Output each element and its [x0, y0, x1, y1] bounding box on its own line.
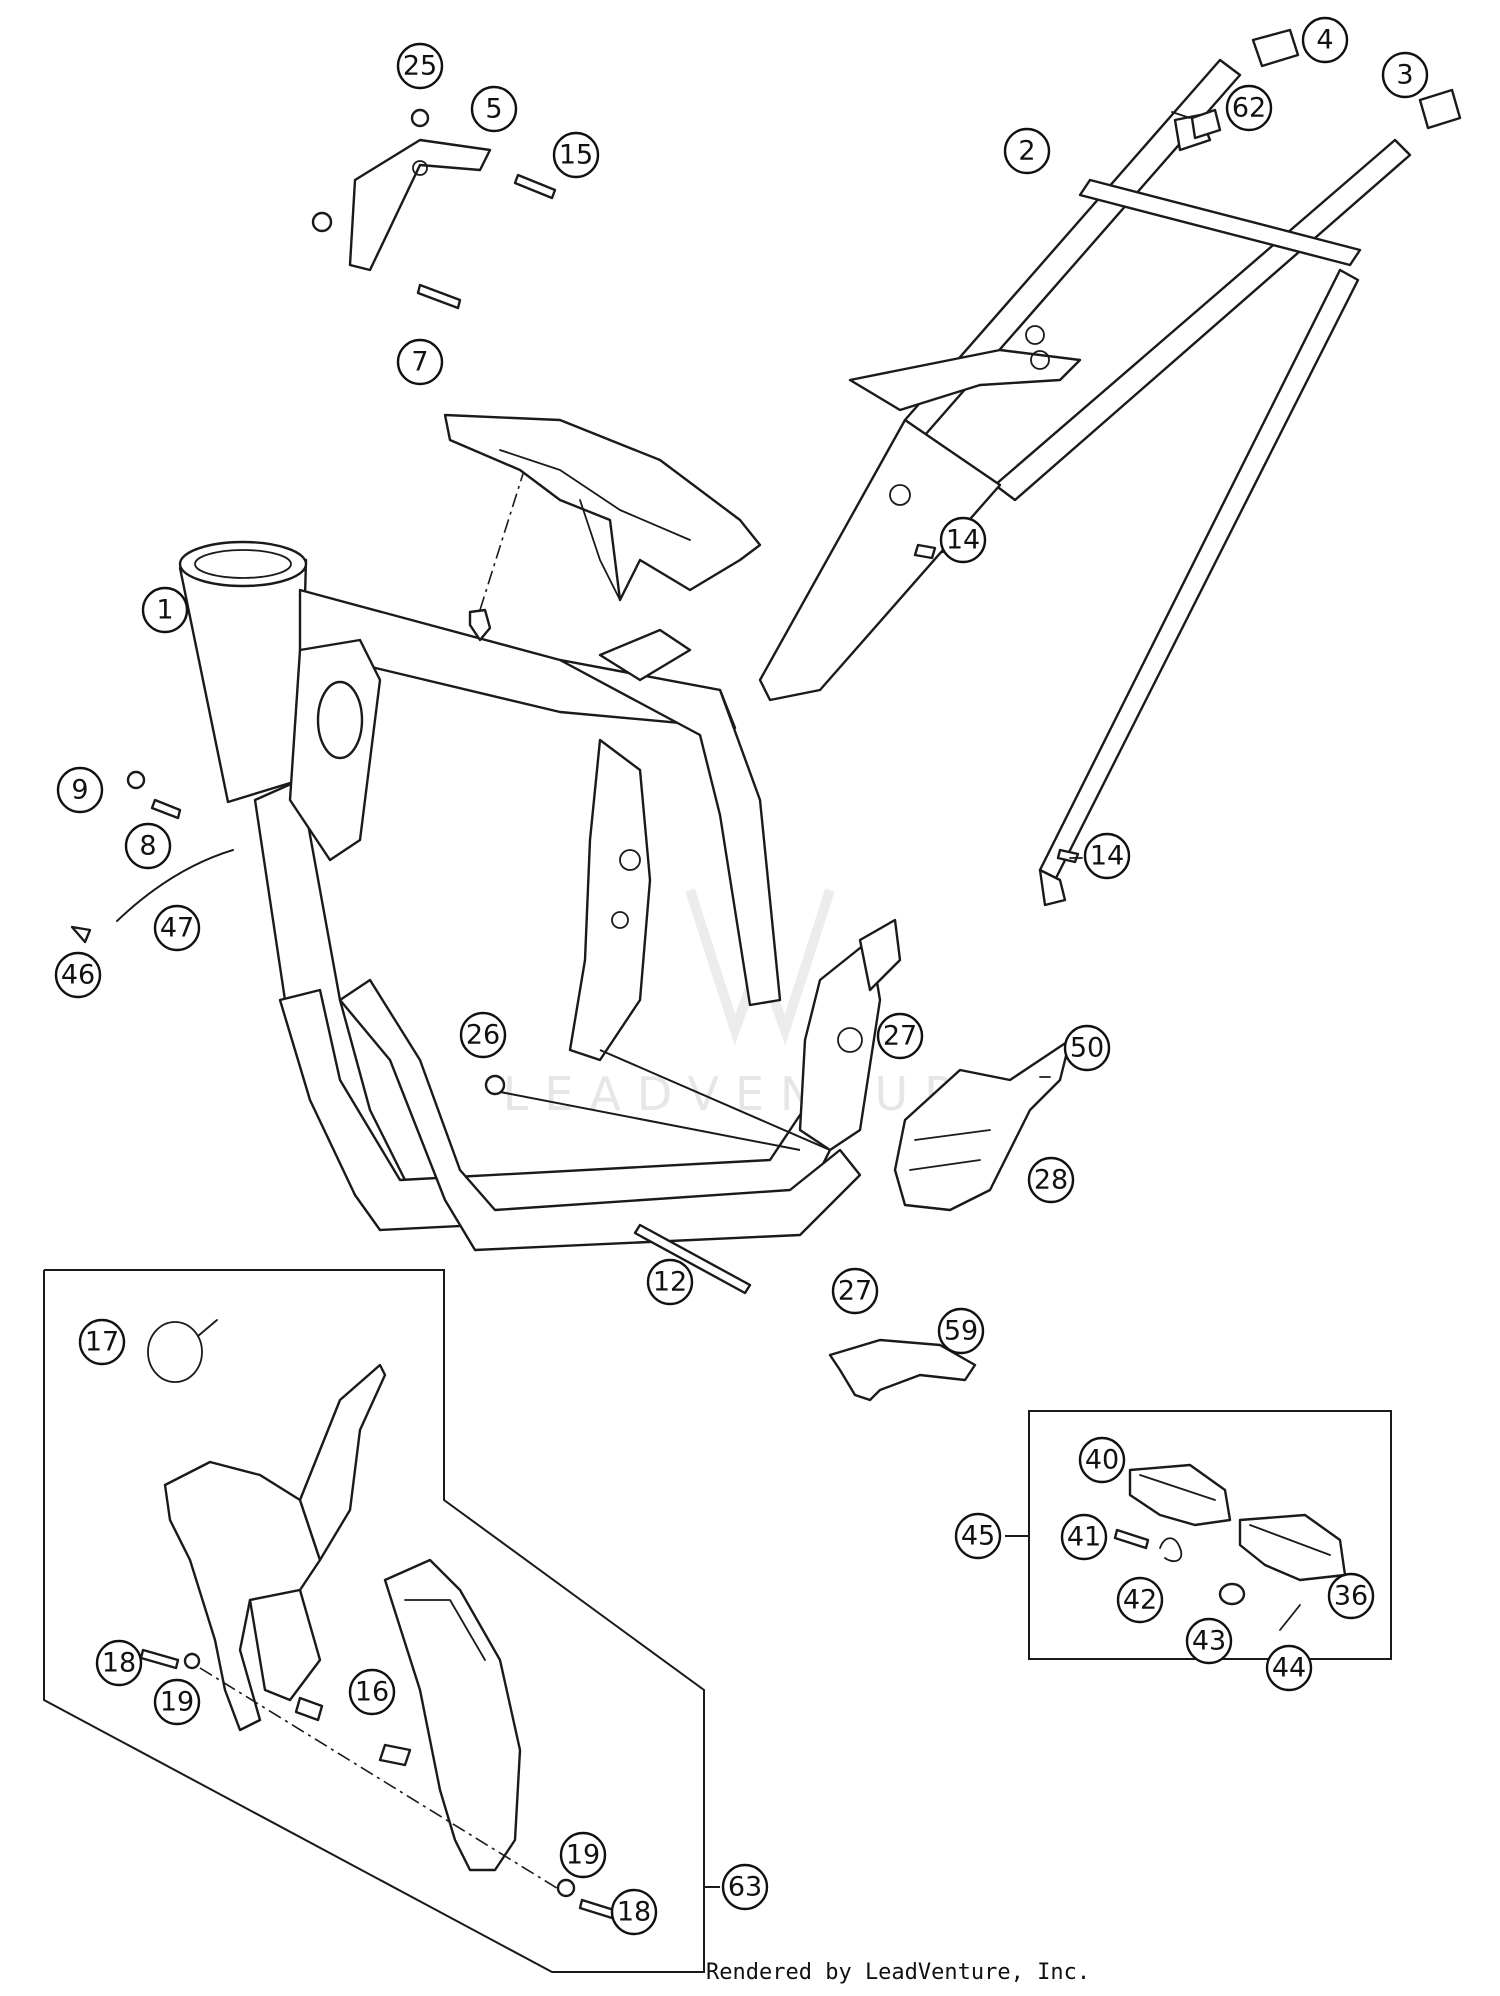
callout-14-lower: 14: [1083, 832, 1131, 880]
svg-text:45: 45: [961, 1521, 995, 1552]
callout-7: 7: [396, 338, 444, 386]
svg-text:16: 16: [355, 1677, 389, 1708]
callout-42: 42: [1116, 1576, 1164, 1624]
callout-47: 47: [153, 904, 201, 952]
callout-27-upper: 27: [876, 1012, 924, 1060]
svg-text:36: 36: [1334, 1581, 1368, 1612]
svg-text:3: 3: [1396, 60, 1413, 91]
svg-text:42: 42: [1123, 1585, 1157, 1616]
callout-19-left: 19: [153, 1678, 201, 1726]
svg-text:2: 2: [1018, 136, 1035, 167]
callout-19-right: 19: [559, 1831, 607, 1879]
svg-text:27: 27: [838, 1276, 872, 1307]
callout-59: 59: [937, 1307, 985, 1355]
svg-text:26: 26: [466, 1020, 500, 1051]
svg-text:9: 9: [71, 775, 88, 806]
svg-text:46: 46: [61, 960, 95, 991]
svg-text:41: 41: [1067, 1522, 1101, 1553]
callout-50: 50: [1063, 1024, 1111, 1072]
svg-text:50: 50: [1070, 1033, 1104, 1064]
callout-43: 43: [1185, 1617, 1233, 1665]
rear-subframe: [758, 58, 1412, 907]
callout-12: 12: [646, 1258, 694, 1306]
callout-36: 36: [1327, 1572, 1375, 1620]
callout-14-upper: 14: [939, 516, 987, 564]
svg-text:17: 17: [85, 1327, 119, 1358]
callout-15: 15: [552, 131, 600, 179]
callout-27-lower: 27: [831, 1267, 879, 1315]
callout-16: 16: [348, 1668, 396, 1716]
svg-text:43: 43: [1192, 1626, 1226, 1657]
svg-text:4: 4: [1316, 25, 1333, 56]
callout-63: 63: [721, 1863, 769, 1911]
svg-text:14: 14: [946, 525, 980, 556]
skid-plate: [443, 413, 762, 602]
callout-44: 44: [1265, 1644, 1313, 1692]
svg-text:1: 1: [156, 595, 173, 626]
callout-9: 9: [56, 766, 104, 814]
svg-text:12: 12: [653, 1267, 687, 1298]
svg-text:59: 59: [944, 1316, 978, 1347]
svg-text:14: 14: [1090, 841, 1124, 872]
callouts: 1 2 3 4 5 7 8 9 12 14 14 15 16 17 18 18 …: [54, 16, 1429, 1936]
callout-4: 4: [1301, 16, 1349, 64]
callout-28: 28: [1027, 1156, 1075, 1204]
callout-1: 1: [141, 586, 189, 634]
callout-62: 62: [1225, 84, 1273, 132]
callout-41: 41: [1060, 1513, 1108, 1561]
svg-text:18: 18: [617, 1897, 651, 1928]
svg-text:62: 62: [1232, 93, 1266, 124]
callout-18-left: 18: [95, 1639, 143, 1687]
svg-text:44: 44: [1272, 1653, 1306, 1684]
svg-text:5: 5: [485, 94, 502, 125]
callout-8: 8: [124, 822, 172, 870]
rendered-by-credit: Rendered by LeadVenture, Inc.: [706, 1960, 1091, 1985]
callout-40: 40: [1078, 1436, 1126, 1484]
callout-17: 17: [78, 1318, 126, 1366]
svg-text:18: 18: [102, 1648, 136, 1679]
svg-text:63: 63: [728, 1872, 762, 1903]
svg-text:19: 19: [566, 1840, 600, 1871]
callout-3: 3: [1381, 51, 1429, 99]
callout-18-right: 18: [610, 1888, 658, 1936]
main-frame: [178, 419, 902, 1252]
hardware-parts: [70, 28, 1462, 1295]
chain-guide: [828, 1038, 1072, 1402]
callout-25: 25: [396, 42, 444, 90]
svg-text:7: 7: [411, 347, 428, 378]
callout-45: 45: [954, 1512, 1002, 1560]
svg-text:47: 47: [160, 913, 194, 944]
svg-text:19: 19: [160, 1687, 194, 1718]
callout-26: 26: [459, 1011, 507, 1059]
callout-46: 46: [54, 951, 102, 999]
svg-text:25: 25: [403, 51, 437, 82]
frame-protector-kit: [43, 1269, 720, 1973]
callout-2: 2: [1003, 127, 1051, 175]
callout-5: 5: [470, 85, 518, 133]
svg-text:27: 27: [883, 1021, 917, 1052]
svg-text:8: 8: [139, 831, 156, 862]
svg-text:40: 40: [1085, 1445, 1119, 1476]
svg-text:15: 15: [559, 140, 593, 171]
svg-text:28: 28: [1034, 1165, 1068, 1196]
